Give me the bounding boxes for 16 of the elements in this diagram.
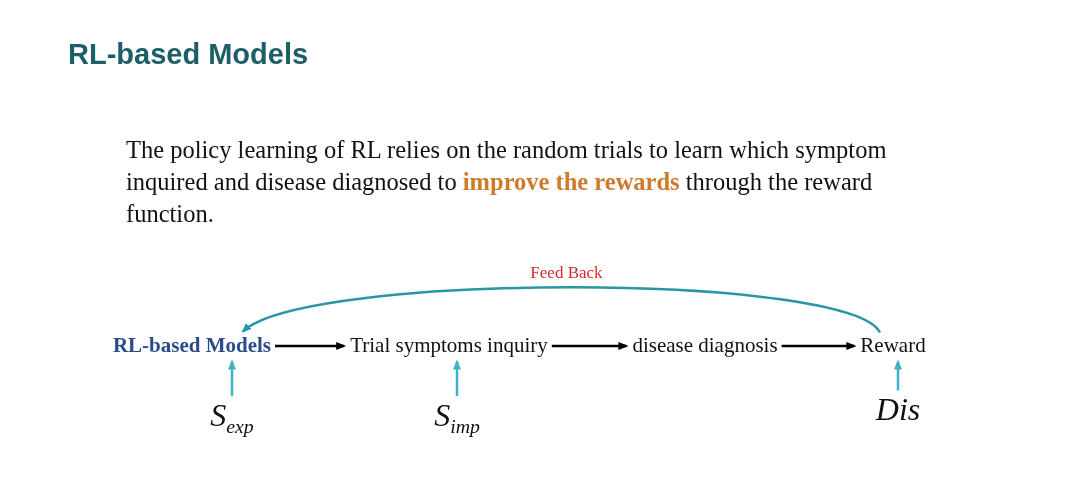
node-label: Trial symptoms inquiry: [350, 334, 548, 358]
arrow: [894, 359, 902, 391]
node-label: RL-based Models: [112, 334, 272, 358]
node-label: disease diagnosis: [632, 334, 778, 358]
math-symbol: S$_{imp}$: [434, 398, 480, 438]
arrow: [228, 359, 236, 397]
math-symbol: Dis: [875, 392, 921, 428]
arrow: [551, 342, 629, 350]
node-label: Reward: [860, 334, 926, 358]
arrow: [241, 286, 881, 334]
arrow: [453, 359, 461, 397]
arrow: [781, 342, 857, 350]
math-symbol: S$_{exp}$: [210, 398, 254, 438]
slide-title: RL-based Models: [68, 38, 309, 71]
arrow: [275, 342, 347, 350]
description-paragraph: The policy learning of RL relies on the random trials to learn which symptom inquired and disease diagnosed to improve the rewards through the reward function.: [126, 135, 888, 229]
